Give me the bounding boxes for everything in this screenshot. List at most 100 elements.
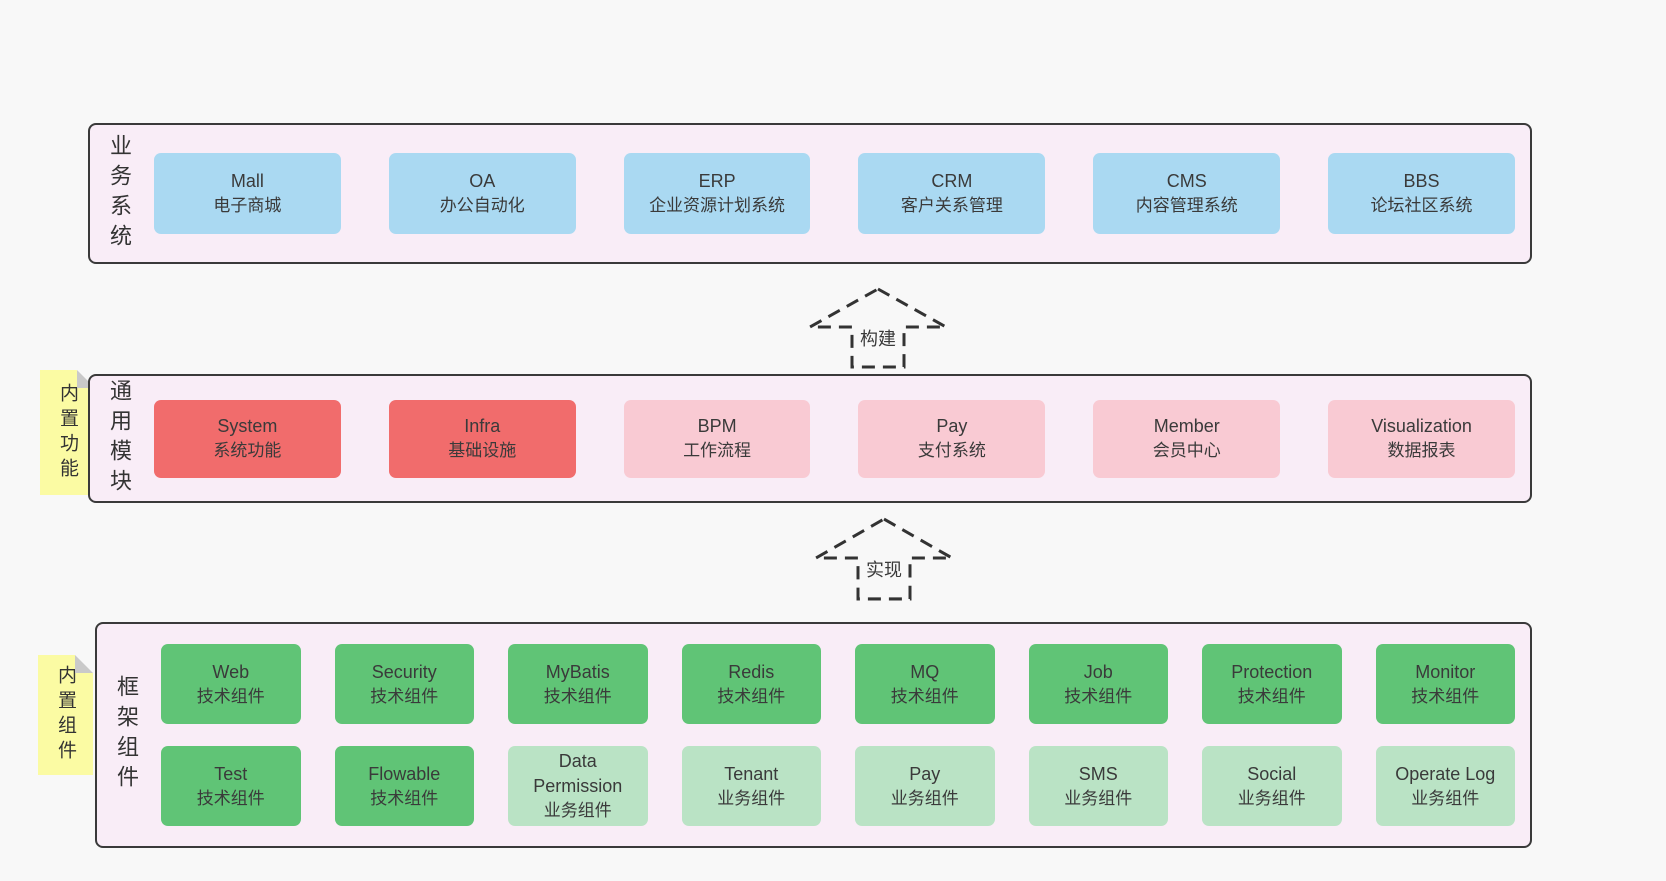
module-box-mybatis: MyBatis 技术组件	[508, 644, 648, 724]
module-box-subtitle: 业务组件	[543, 801, 612, 821]
note-built-in-functions: 内置功能	[40, 370, 95, 495]
module-box-subtitle: 数据报表	[1387, 441, 1456, 461]
module-box-subtitle: 技术组件	[1237, 686, 1306, 706]
module-box-title: Pay	[909, 763, 941, 784]
module-box-title: System	[217, 416, 278, 437]
module-box-subtitle: 业务组件	[1064, 788, 1133, 808]
module-box-subtitle: 技术组件	[1064, 686, 1133, 706]
module-box-flowable: Flowable 技术组件	[334, 746, 474, 826]
module-box-cms: CMS 内容管理系统	[1093, 153, 1281, 234]
module-box-title: Visualization	[1371, 416, 1472, 437]
module-box-member: Member 会员中心	[1093, 399, 1281, 478]
module-box-title: Mall	[230, 171, 264, 192]
module-box-subtitle: 技术组件	[370, 686, 439, 706]
band-framework-label: 框架组件	[114, 675, 139, 795]
module-box-title: Pay	[936, 416, 968, 437]
module-box-operate-log: Operate Log 业务组件	[1375, 746, 1515, 826]
module-box-title: Job	[1083, 661, 1113, 682]
module-box-job: Job 技术组件	[1028, 644, 1168, 724]
module-box-subtitle: 技术组件	[1411, 686, 1480, 706]
module-box-security: Security 技术组件	[334, 644, 474, 724]
module-box-sms: SMS 业务组件	[1028, 746, 1168, 826]
module-box-title: OA	[469, 171, 496, 192]
module-box-subtitle: 技术组件	[890, 686, 959, 706]
band-modules-boxes: System 系统功能 Infra 基础设施 BPM 工作流程 Pay 支付系统 Member 会…	[154, 376, 1515, 501]
module-box-title: Protection	[1231, 661, 1313, 682]
module-box-title: BPM	[697, 416, 737, 437]
module-box-mq: MQ 技术组件	[855, 644, 995, 724]
module-box-subtitle: 基础设施	[448, 441, 517, 461]
module-box-subtitle: 工作流程	[683, 441, 752, 461]
module-box-subtitle: 客户关系管理	[900, 196, 1003, 216]
module-box-title: CMS	[1166, 171, 1207, 192]
band-modules-label: 通用模块	[107, 378, 132, 499]
module-box-title: Security	[371, 661, 437, 682]
module-box-subtitle: 技术组件	[717, 686, 786, 706]
arrow-implement: 实现	[814, 517, 954, 601]
module-box-title: ERP	[698, 171, 736, 192]
module-box-subtitle: 技术组件	[196, 788, 265, 808]
box-row: System 系统功能 Infra 基础设施 BPM 工作流程 Pay 支付系统 Member 会…	[154, 399, 1515, 478]
module-box-subtitle: 业务组件	[717, 788, 786, 808]
module-box-subtitle: 企业资源计划系统	[649, 196, 786, 216]
module-box-title: Infra	[464, 416, 501, 437]
module-box-subtitle: 论坛社区系统	[1370, 196, 1473, 216]
module-box-test: Test 技术组件	[161, 746, 301, 826]
module-box-title: Member	[1153, 416, 1220, 437]
module-box-title: Test	[214, 763, 248, 784]
module-box-title: Redis	[728, 661, 775, 682]
arrow-build-label: 构建	[856, 324, 900, 351]
band-common-modules: 通用模块 System 系统功能 Infra 基础设施 BPM 工作流程 Pay 支付系统 Me…	[88, 374, 1532, 503]
module-box-title: Data Permission	[533, 751, 623, 797]
module-box-title: Flowable	[368, 763, 441, 784]
module-box-infra: Infra 基础设施	[388, 399, 576, 478]
module-box-title: MQ	[910, 661, 940, 682]
module-box-subtitle: 支付系统	[917, 441, 986, 461]
arrow-build: 构建	[808, 287, 948, 369]
module-box-subtitle: 技术组件	[543, 686, 612, 706]
module-box-title: Social	[1247, 763, 1297, 784]
module-box-subtitle: 业务组件	[890, 788, 959, 808]
module-box-monitor: Monitor 技术组件	[1375, 644, 1515, 724]
module-box-data-permission: Data Permission 业务组件	[508, 746, 648, 826]
module-box-subtitle: 技术组件	[370, 788, 439, 808]
module-box-subtitle: 业务组件	[1411, 788, 1480, 808]
module-box-subtitle: 系统功能	[213, 441, 282, 461]
up-block-arrow-icon	[808, 287, 948, 369]
module-box-title: Monitor	[1415, 661, 1476, 682]
note-fold-icon	[75, 655, 93, 673]
up-block-arrow-icon	[814, 517, 954, 601]
note-built-in-components-label: 内置组件	[55, 665, 76, 765]
module-box-oa: OA 办公自动化	[388, 153, 576, 234]
module-box-erp: ERP 企业资源计划系统	[623, 153, 811, 234]
module-box-visualization: Visualization 数据报表	[1328, 399, 1515, 478]
module-box-bpm: BPM 工作流程	[623, 399, 811, 478]
module-box-title: MyBatis	[545, 661, 610, 682]
note-built-in-components: 内置组件	[38, 655, 93, 775]
module-box-subtitle: 办公自动化	[439, 196, 525, 216]
module-box-social: Social 业务组件	[1202, 746, 1342, 826]
module-box-subtitle: 会员中心	[1152, 441, 1221, 461]
module-box-subtitle: 技术组件	[196, 686, 265, 706]
module-box-title: Operate Log	[1395, 763, 1496, 784]
band-business-label: 业务系统	[107, 133, 132, 254]
module-box-subtitle: 业务组件	[1237, 788, 1306, 808]
module-box-title: SMS	[1078, 763, 1118, 784]
module-box-redis: Redis 技术组件	[681, 644, 821, 724]
module-box-subtitle: 内容管理系统	[1135, 196, 1238, 216]
module-box-protection: Protection 技术组件	[1202, 644, 1342, 724]
arrow-implement-label: 实现	[862, 555, 906, 582]
